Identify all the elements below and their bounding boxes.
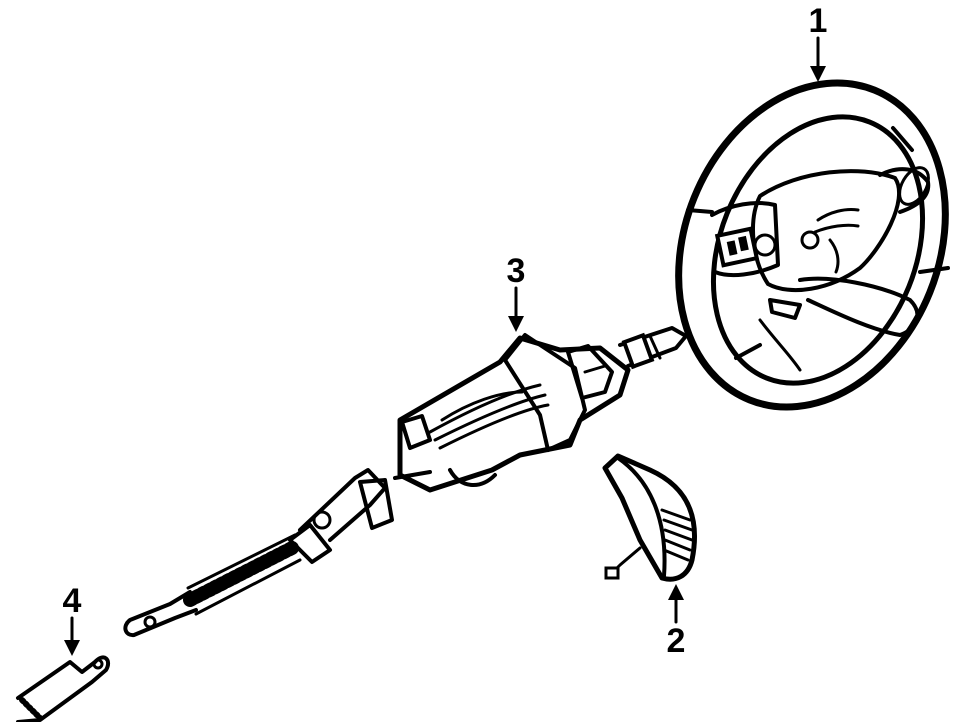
steering-wheel-hub bbox=[751, 169, 902, 293]
callout-2: 2 bbox=[667, 584, 686, 660]
steering-wheel bbox=[675, 79, 950, 411]
column-lower-coupling bbox=[288, 523, 332, 564]
callout-number: 3 bbox=[507, 252, 526, 290]
spoke-edge bbox=[758, 318, 802, 372]
steering-wheel-rim-outer bbox=[675, 79, 949, 411]
steering-wheel-rim-inner bbox=[710, 114, 926, 386]
column-housing bbox=[397, 335, 631, 493]
callout-3: 3 bbox=[507, 252, 526, 332]
arrow-down-icon bbox=[64, 640, 80, 656]
arrow-down-icon bbox=[508, 316, 524, 332]
arrow-down-icon bbox=[810, 66, 826, 82]
trim-rib bbox=[663, 538, 692, 552]
column-upper-shaft bbox=[618, 326, 688, 368]
tilt-lever-plate bbox=[358, 478, 394, 530]
housing-rib bbox=[438, 403, 550, 450]
callout-1: 1 bbox=[809, 2, 828, 82]
trim-rib bbox=[662, 548, 690, 562]
trim-cover-shell bbox=[602, 453, 698, 582]
shaft-end-hole bbox=[143, 615, 157, 629]
intermediate-shaft bbox=[16, 655, 111, 722]
housing-rib bbox=[440, 390, 524, 422]
hub-nut bbox=[753, 233, 777, 257]
trim-cover bbox=[602, 453, 698, 582]
switch-button bbox=[726, 240, 738, 256]
column-shaft-collar bbox=[621, 332, 655, 370]
steering-wheel-spoke-left bbox=[710, 201, 780, 278]
housing-underside bbox=[448, 468, 497, 487]
steering-wheel-spoke-lower bbox=[798, 276, 920, 337]
callout-number: 4 bbox=[63, 582, 82, 620]
housing-rib bbox=[428, 383, 542, 434]
hub-detail bbox=[828, 238, 840, 274]
trim-wire-plug bbox=[604, 566, 620, 580]
intermediate-shaft-body bbox=[16, 655, 111, 722]
callout-number: 1 bbox=[809, 2, 828, 40]
shaft-yoke-hole bbox=[92, 658, 104, 670]
trim-rib bbox=[663, 528, 694, 542]
switch-block-line bbox=[583, 364, 607, 374]
callout-4: 4 bbox=[63, 582, 82, 656]
hub-detail bbox=[813, 223, 860, 234]
rim-seam bbox=[918, 266, 950, 274]
column-bellows bbox=[183, 533, 302, 616]
column-lower-shaft bbox=[123, 590, 198, 638]
switch-button bbox=[738, 235, 749, 252]
hub-bolt bbox=[800, 230, 820, 250]
housing-rib bbox=[433, 393, 547, 442]
callout-number: 2 bbox=[667, 622, 686, 660]
lever-pivot bbox=[312, 510, 332, 530]
spoke-cap bbox=[898, 166, 930, 206]
arrow-up-icon bbox=[668, 584, 684, 600]
wire-connector bbox=[768, 298, 802, 320]
rim-seam bbox=[686, 208, 714, 214]
switch-block bbox=[566, 344, 614, 400]
switch-module bbox=[714, 226, 760, 268]
shaft-ring bbox=[648, 334, 662, 360]
trim-rib bbox=[662, 518, 694, 532]
shaft-splines bbox=[19, 697, 43, 721]
trim-rib bbox=[660, 508, 692, 522]
trim-cover-edge bbox=[616, 456, 667, 578]
column-mount-bracket bbox=[503, 333, 587, 452]
hub-detail bbox=[816, 208, 860, 222]
housing-end-plate bbox=[400, 414, 432, 450]
rim-seam bbox=[734, 343, 762, 360]
linkage-rod bbox=[393, 470, 432, 480]
steering-column-assembly bbox=[123, 326, 688, 638]
rim-seam bbox=[891, 126, 914, 152]
